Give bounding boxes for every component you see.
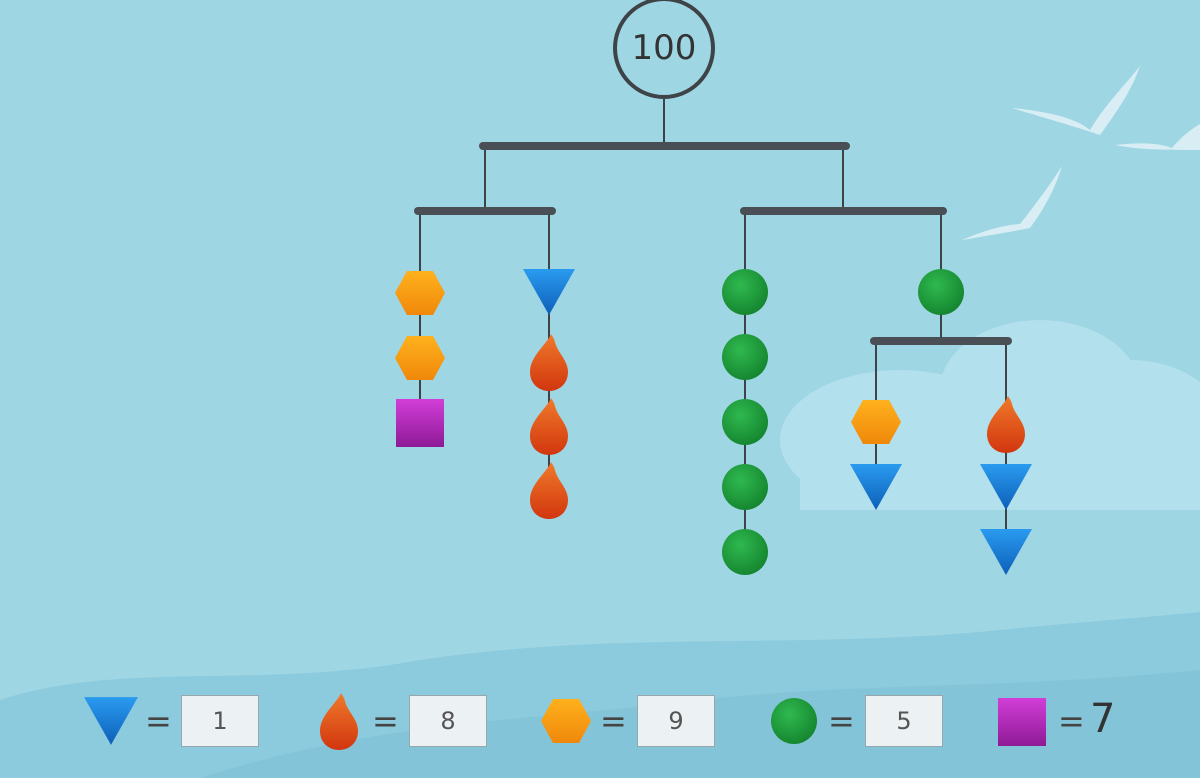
triangle-shape <box>523 269 575 315</box>
square-shape <box>396 399 444 447</box>
hexagon-shape <box>395 271 445 315</box>
circle-shape <box>918 269 964 315</box>
mobile-bars <box>414 142 1012 345</box>
circle-value-input[interactable]: 5 <box>865 695 943 747</box>
drop-shape <box>530 462 568 519</box>
circle-shape <box>722 464 768 510</box>
drop-shape <box>530 334 568 391</box>
drop-value-input[interactable]: 8 <box>409 695 487 747</box>
total-value: 100 <box>631 28 697 68</box>
drop-shape <box>530 398 568 455</box>
triangle-value-input[interactable]: 1 <box>181 695 259 747</box>
legend-circle-icon <box>771 698 817 744</box>
hexagon-shape <box>395 336 445 380</box>
circle-shape <box>722 529 768 575</box>
bird-icon <box>962 66 1200 240</box>
total-circle <box>613 0 715 99</box>
hexagon-value-input[interactable]: 9 <box>637 695 715 747</box>
circle-shape <box>722 334 768 380</box>
circle-shape <box>722 399 768 445</box>
circle-shape <box>722 269 768 315</box>
legend-square-icon <box>998 698 1046 746</box>
triangle-shape <box>980 529 1032 575</box>
